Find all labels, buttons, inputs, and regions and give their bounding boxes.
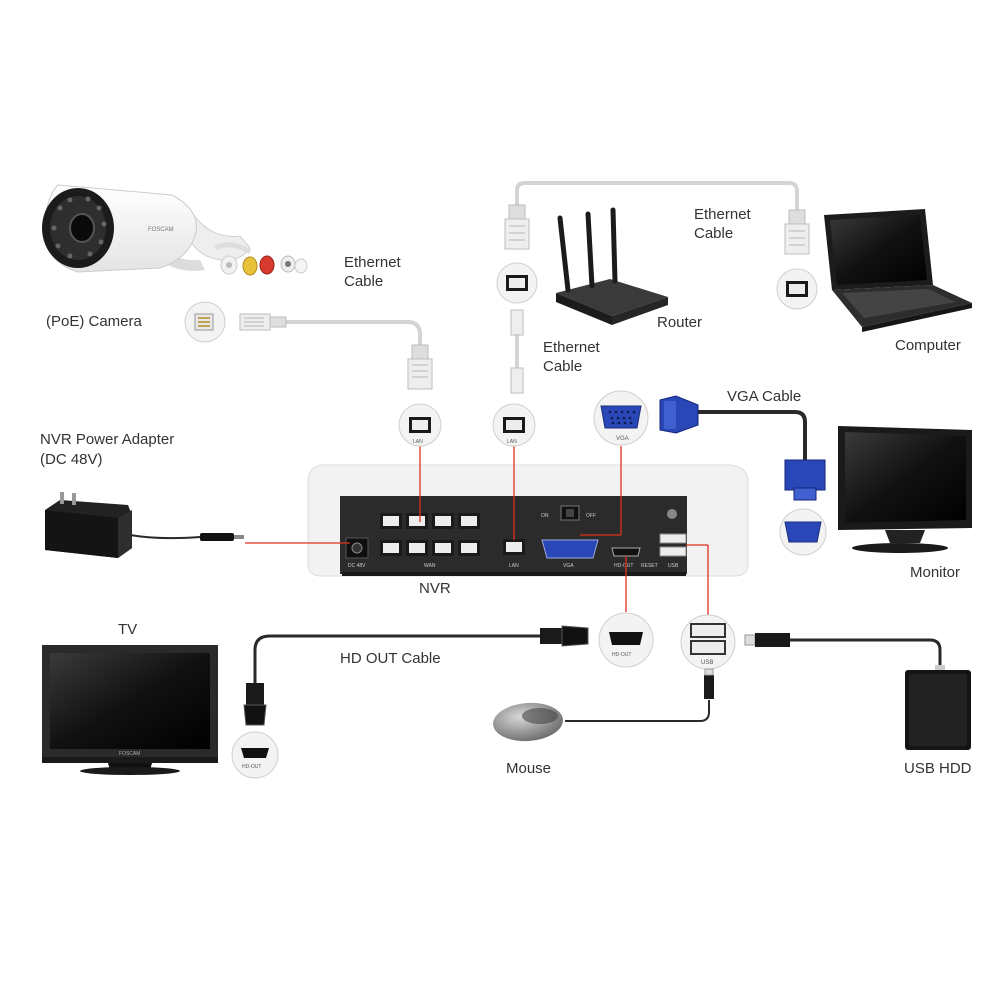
nvr-device bbox=[307, 464, 749, 577]
tv: FOSCAM bbox=[42, 645, 218, 775]
nvr-hd-out-callout: HD-OUT bbox=[598, 612, 654, 668]
usb-hdd-label: USB HDD bbox=[904, 760, 972, 777]
hdd-usb-plug-icon bbox=[744, 633, 790, 647]
nvr-on-label: ON bbox=[541, 513, 549, 519]
power-adapter-label-line1: NVR Power Adapter bbox=[40, 431, 175, 448]
nvr-hd-out-label: HD-OUT bbox=[614, 563, 633, 569]
hd-out-cable-label: HD OUT Cable bbox=[340, 650, 441, 667]
tv-hdmi-plug-icon bbox=[243, 683, 267, 726]
hd-out-callout-label: HD-OUT bbox=[612, 652, 631, 658]
nvr-power-switch: ON OFF bbox=[541, 505, 596, 521]
nvr-usb-ports: USB bbox=[659, 509, 687, 569]
camera-ethernet-label-line2: Cable bbox=[344, 273, 384, 290]
camera-cable-plug-icon bbox=[239, 313, 287, 331]
computer-cable-plug-icon bbox=[784, 209, 810, 255]
wan-cable-plug-icon bbox=[407, 344, 433, 390]
nvr-usb-label: USB bbox=[668, 563, 679, 569]
camera-brand-text: FOSCAM bbox=[148, 227, 174, 233]
lan-callout-label: LAN bbox=[507, 439, 517, 445]
usb-hdd bbox=[905, 665, 971, 750]
nvr-dc-jack: DC 48V bbox=[345, 537, 369, 569]
nvr-usb-callout: USB bbox=[680, 614, 736, 670]
power-adapter-cable bbox=[129, 534, 222, 540]
mouse bbox=[493, 702, 563, 742]
power-adapter-label-line2: (DC 48V) bbox=[40, 451, 103, 468]
computer-ethernet-label-line1: Ethernet bbox=[694, 206, 751, 223]
router-top-plug-icon bbox=[504, 204, 530, 250]
hd-out-cable bbox=[253, 634, 545, 685]
nvr-label: NVR bbox=[419, 580, 451, 597]
vga-cable bbox=[695, 410, 807, 462]
nvr-reset-label: RESET bbox=[641, 563, 658, 569]
nvr-vga-port: VGA bbox=[541, 539, 599, 569]
monitor bbox=[838, 426, 972, 553]
camera-ethernet-cable bbox=[285, 320, 422, 348]
monitor-vga-port-icon bbox=[779, 508, 827, 556]
router-down-plug-icon bbox=[510, 309, 524, 394]
nvr-wan-callout: LAN bbox=[398, 403, 442, 447]
usb-hdd-cable bbox=[790, 638, 942, 670]
nvr-lan-port: LAN bbox=[503, 539, 525, 569]
nvr-wan-label: WAN bbox=[424, 563, 436, 569]
wan-callout-label: LAN bbox=[413, 439, 423, 445]
poe-camera: FOSCAM bbox=[42, 184, 308, 276]
router-lan-port-icon bbox=[496, 262, 538, 304]
computer-label: Computer bbox=[895, 337, 961, 354]
tv-brand-text: FOSCAM bbox=[119, 751, 140, 757]
nvr-dc-label: DC 48V bbox=[348, 563, 366, 569]
computer-lan-port-icon bbox=[776, 268, 818, 310]
nvr-lan-label: LAN bbox=[509, 563, 519, 569]
mouse-cable bbox=[565, 700, 710, 722]
mouse-usb-plug-icon bbox=[704, 668, 714, 699]
router bbox=[556, 207, 668, 325]
nvr-vga-callout: VGA bbox=[593, 390, 649, 446]
poe-camera-label: (PoE) Camera bbox=[46, 313, 142, 330]
router-ethernet-label-line1: Ethernet bbox=[543, 339, 600, 356]
power-adapter bbox=[45, 492, 244, 558]
hdmi-plug-icon bbox=[540, 625, 589, 647]
laptop bbox=[824, 209, 972, 332]
connector-lines bbox=[245, 446, 709, 615]
vga-plug-icon bbox=[659, 395, 826, 501]
router-computer-ethernet-cable bbox=[515, 181, 799, 210]
monitor-label: Monitor bbox=[910, 564, 961, 581]
nvr-lan-callout: LAN bbox=[492, 403, 536, 447]
usb-callout-label: USB bbox=[701, 660, 713, 666]
router-ethernet-label-line2: Cable bbox=[543, 358, 583, 375]
nvr-vga-label: VGA bbox=[563, 563, 574, 569]
computer-ethernet-label-line2: Cable bbox=[694, 225, 734, 242]
nvr-off-label: OFF bbox=[586, 513, 596, 519]
tv-label: TV bbox=[118, 621, 138, 638]
camera-ethernet-label-line1: Ethernet bbox=[344, 254, 401, 271]
mouse-label: Mouse bbox=[506, 760, 552, 777]
camera-rj45-icon bbox=[184, 301, 226, 343]
nvr-wan-ports: WAN bbox=[380, 513, 480, 569]
nvr-hd-out-port: HD-OUT RESET bbox=[611, 547, 658, 569]
router-label: Router bbox=[657, 314, 703, 331]
vga-cable-label: VGA Cable bbox=[727, 388, 802, 405]
vga-callout-label: VGA bbox=[616, 436, 629, 442]
tv-hd-out-callout-label: HD-OUT bbox=[242, 764, 261, 770]
tv-hd-out-callout: HD-OUT bbox=[231, 731, 279, 779]
